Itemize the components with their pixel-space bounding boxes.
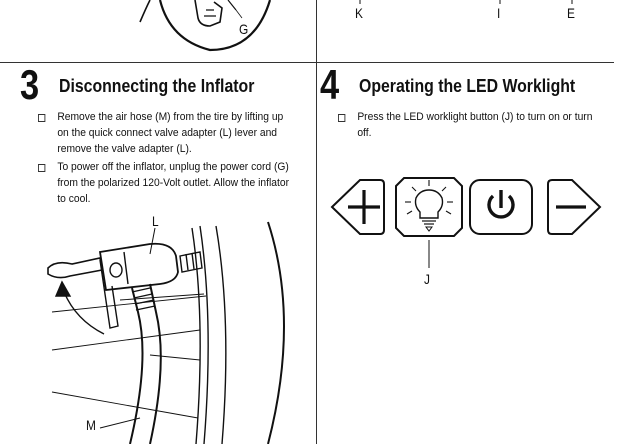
label-l: L <box>152 213 159 229</box>
section-divider-horizontal <box>0 62 614 63</box>
label-g: G <box>239 21 249 37</box>
section-4-number: 4 <box>320 61 340 108</box>
power-icon <box>469 179 533 235</box>
section-3-bullets: Remove the air hose (M) from the tire by… <box>38 110 319 211</box>
section-3-title: Disconnecting the Inflator <box>59 76 255 96</box>
minus-icon <box>547 179 602 235</box>
section-4-bullets: Press the LED worklight button (J) to tu… <box>338 110 619 145</box>
top-right-leaders <box>359 0 573 4</box>
checkbox-icon <box>338 114 346 122</box>
control-panel-illustration <box>330 177 602 268</box>
checkbox-icon <box>38 164 46 173</box>
section-divider-vertical <box>316 0 317 444</box>
section-4-title: Operating the LED Worklight <box>359 76 576 96</box>
top-gauge-illustration <box>139 0 272 52</box>
section-3-number: 3 <box>20 61 40 108</box>
label-i: I <box>497 5 501 21</box>
section-3-bullet: To power off the inflator, unplug the po… <box>38 160 297 207</box>
label-j: J <box>424 271 430 287</box>
section-3-bullet: Remove the air hose (M) from the tire by… <box>38 110 297 157</box>
section-4-bullet: Press the LED worklight button (J) to tu… <box>338 110 597 142</box>
lightbulb-icon <box>395 177 463 237</box>
label-k: K <box>355 5 363 21</box>
label-m: M <box>86 417 96 433</box>
plus-icon <box>330 179 385 235</box>
checkbox-icon <box>38 114 46 122</box>
label-e: E <box>567 5 575 21</box>
valve-adapter-illustration <box>47 221 285 444</box>
